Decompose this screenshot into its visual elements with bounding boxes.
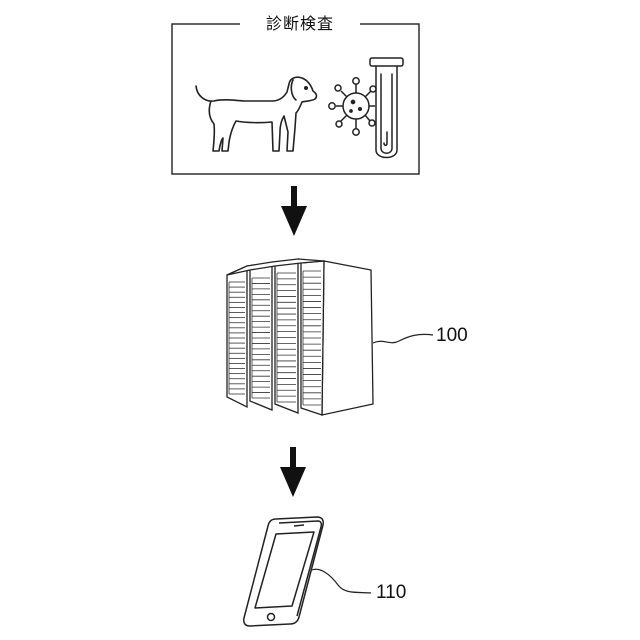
down-arrow-icon: [281, 186, 307, 236]
test-tube-icon: [370, 58, 403, 158]
phone-reference-number: 110: [376, 582, 406, 604]
down-arrow-icon: [280, 447, 306, 497]
smartphone-icon: [244, 517, 324, 626]
dog-icon: [196, 77, 316, 151]
server-rack-icon: [227, 259, 373, 415]
diagnosis-box-title: 診断検査: [240, 13, 360, 35]
leader-line-110: [312, 569, 371, 593]
virus-icon: [329, 78, 376, 135]
server-reference-number: 100: [436, 325, 468, 347]
leader-line-100: [373, 334, 433, 343]
